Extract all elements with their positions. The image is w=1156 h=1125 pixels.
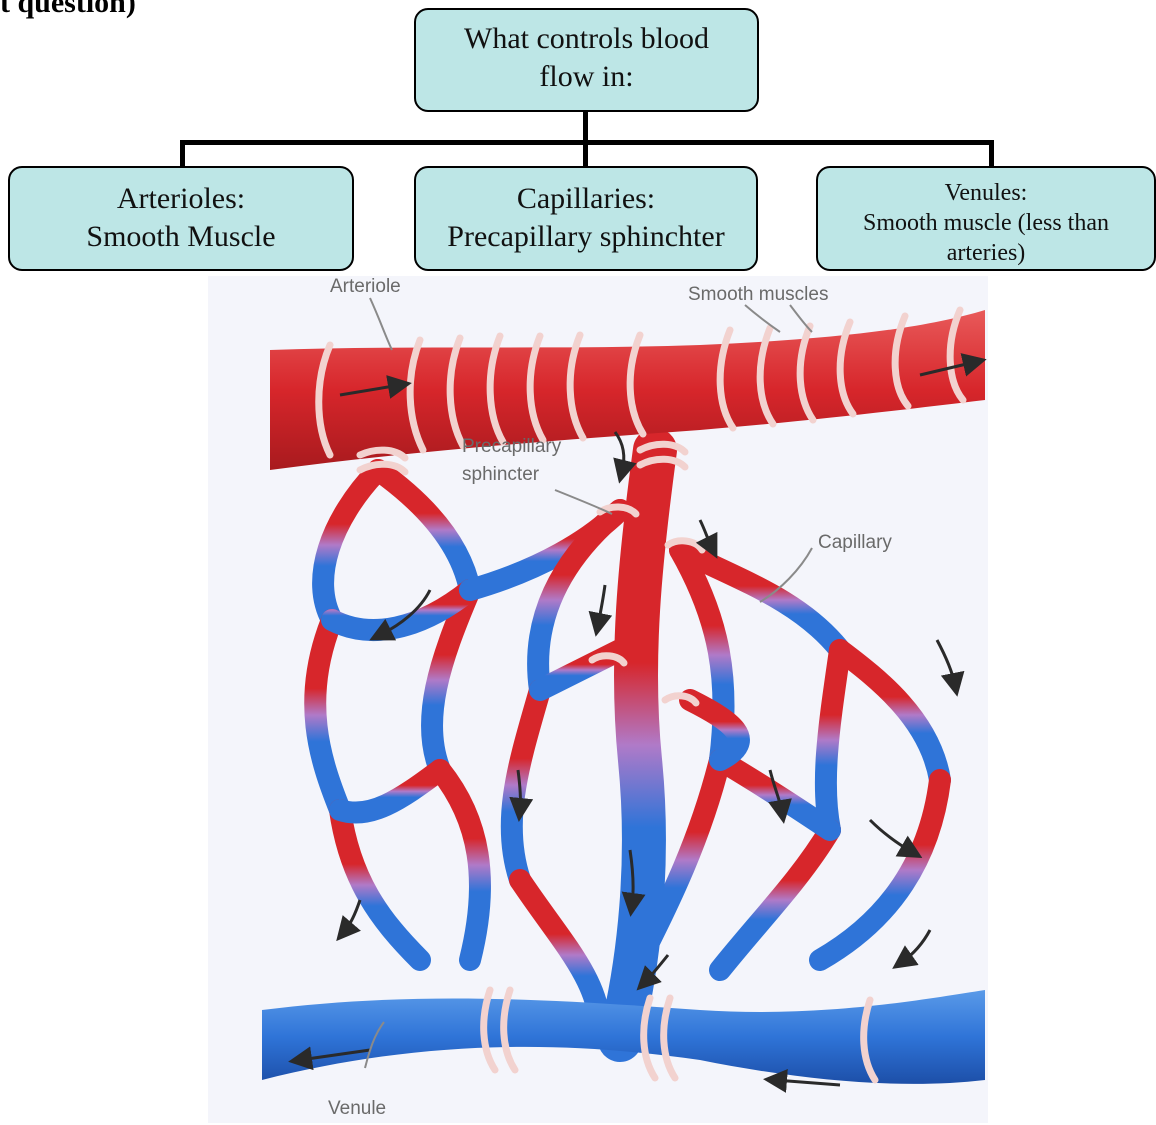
- arteriole-label: Arteriole: [330, 276, 401, 297]
- precapillary-label-line-2: sphincter: [462, 464, 540, 485]
- smooth-muscles-label: Smooth muscles: [688, 284, 828, 305]
- precapillary-label-line-1: Precapillary: [462, 436, 562, 457]
- venule-label: Venule: [328, 1098, 386, 1119]
- capillary-label: Capillary: [818, 532, 892, 553]
